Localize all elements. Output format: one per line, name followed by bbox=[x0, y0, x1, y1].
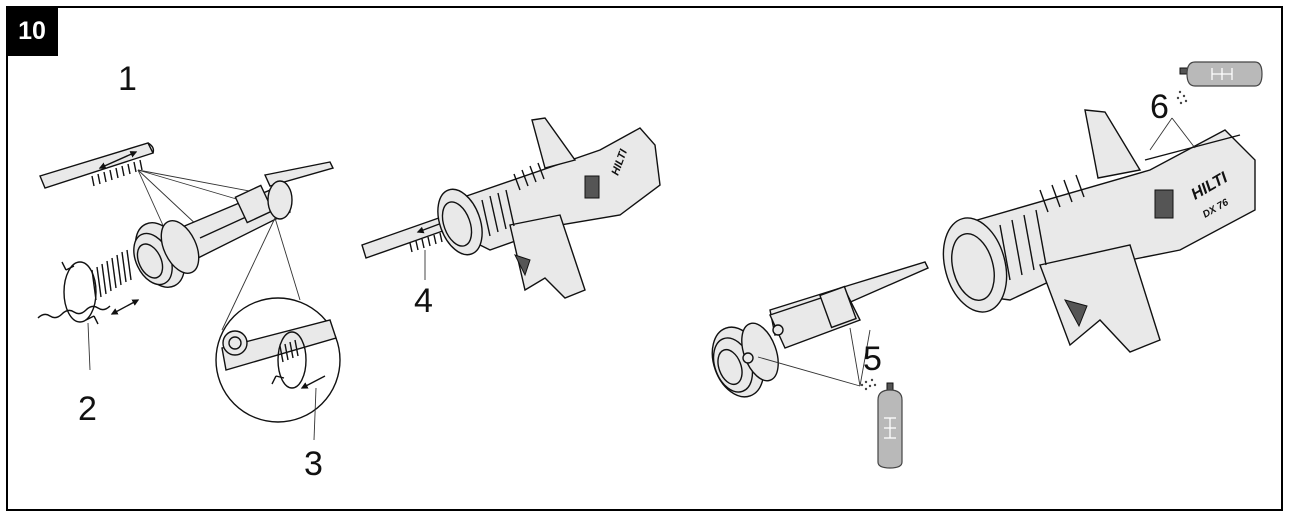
nail-gun-large: HILTI DX 76 bbox=[942, 109, 1256, 353]
callout-2-leader bbox=[87, 322, 91, 371]
nail-gun-small: HILTI bbox=[437, 117, 661, 299]
tool-rod-panel: HILTI bbox=[361, 117, 661, 299]
cleaning-rod-top bbox=[39, 142, 155, 189]
spray-can-6 bbox=[1179, 61, 1263, 87]
tool-spray-panel: HILTI DX 76 bbox=[942, 61, 1263, 353]
figure-number-badge: 10 bbox=[6, 6, 58, 56]
detail-magnifier bbox=[215, 217, 341, 423]
spiral-brush bbox=[37, 249, 140, 325]
spray-can-5 bbox=[877, 382, 903, 469]
spray-mist-5 bbox=[860, 378, 877, 391]
callout-1: 1 bbox=[118, 60, 137, 98]
callout-6: 6 bbox=[1150, 88, 1169, 126]
piston-guide-panel bbox=[37, 142, 341, 441]
callout-2: 2 bbox=[78, 390, 97, 428]
callout-3-leader bbox=[313, 387, 317, 441]
piston-guide-spray-panel bbox=[711, 261, 929, 469]
spray-mist-6 bbox=[1176, 90, 1188, 105]
callout-5-leaders bbox=[757, 327, 871, 387]
callout-5: 5 bbox=[863, 340, 882, 378]
piston-guide-assembly bbox=[133, 161, 335, 288]
callout-4: 4 bbox=[414, 282, 433, 320]
callout-3: 3 bbox=[304, 445, 323, 483]
callout-6-leaders bbox=[1149, 117, 1196, 151]
